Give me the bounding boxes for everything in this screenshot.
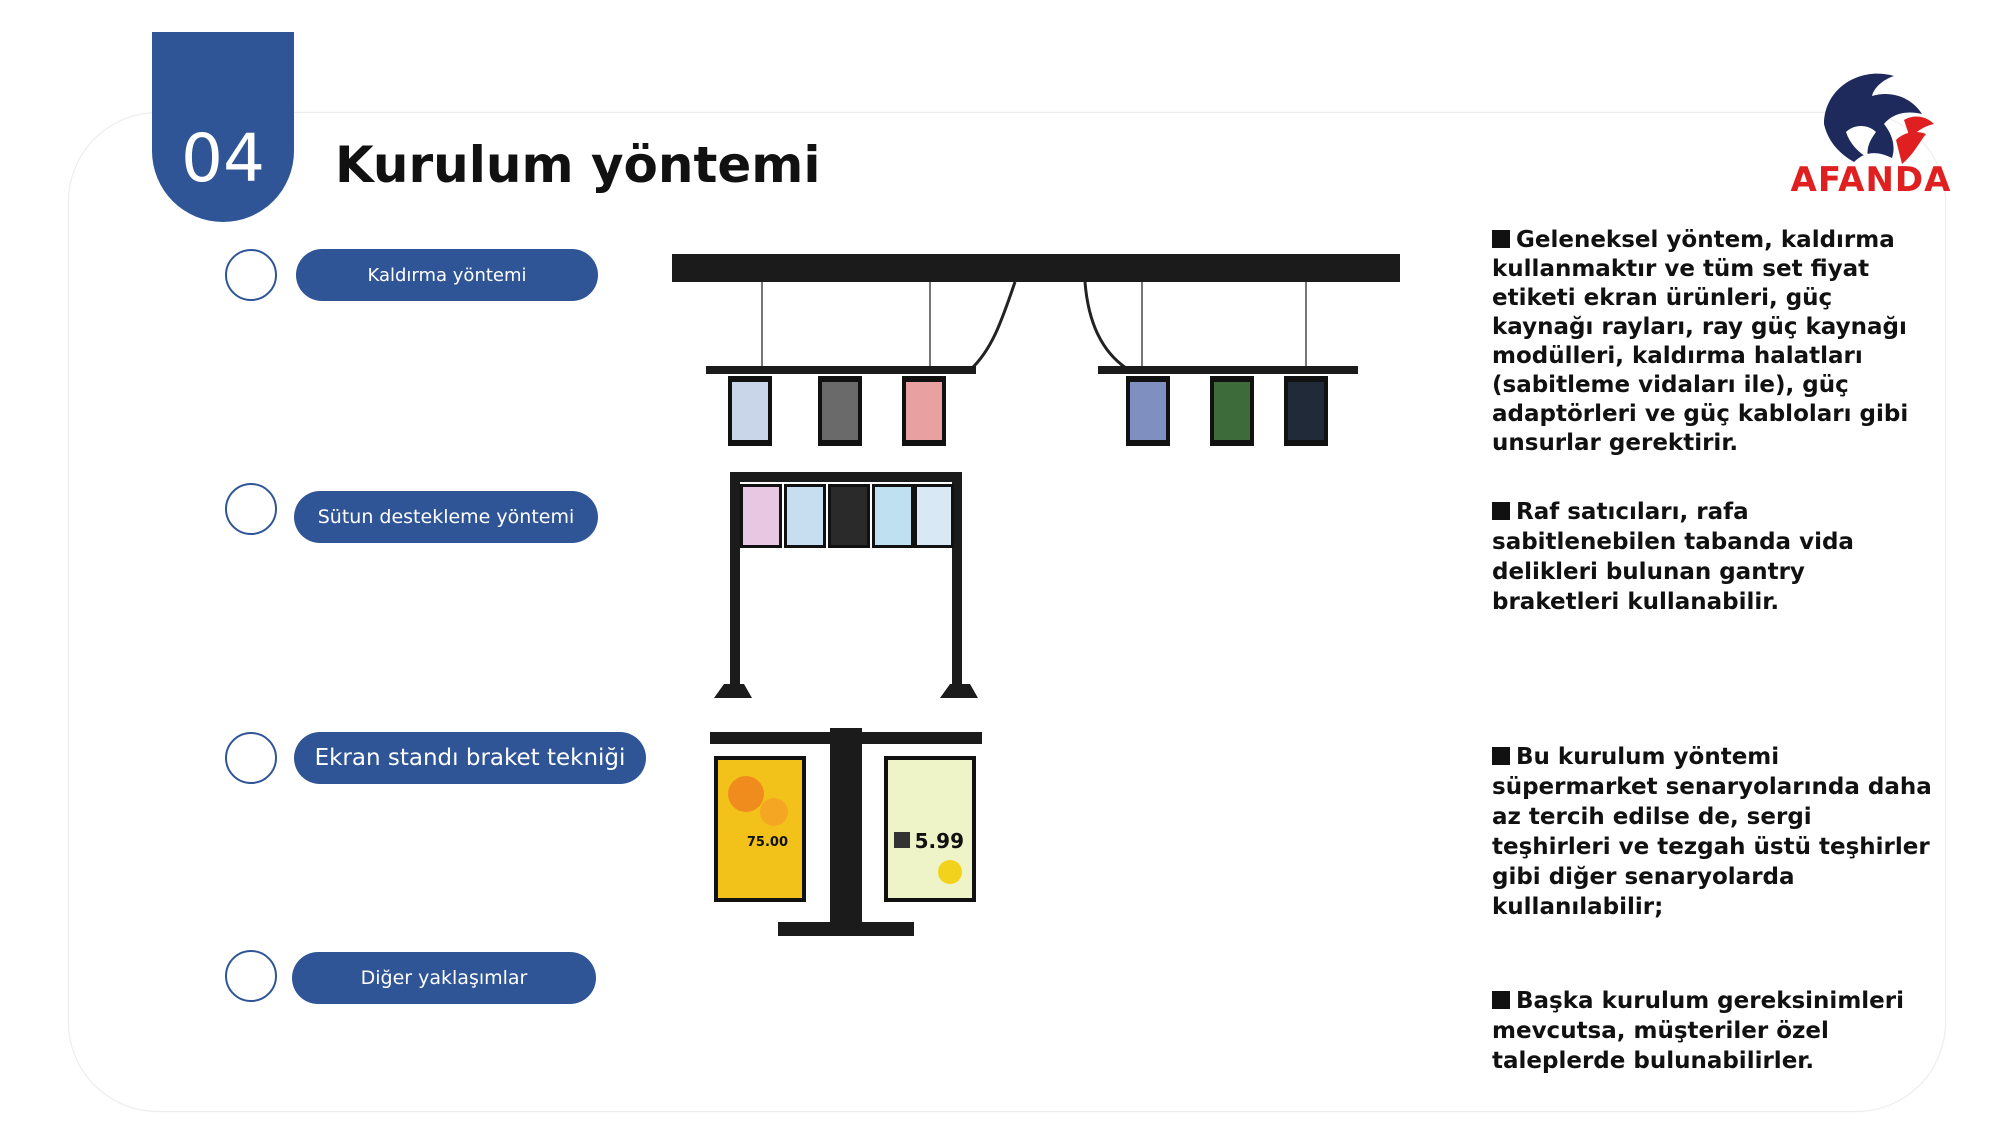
bullet-square-icon xyxy=(1492,747,1510,765)
section-number: 04 xyxy=(181,120,265,197)
method-label: Diğer yaklaşımlar xyxy=(360,967,528,989)
section-tab: 04 xyxy=(152,32,294,222)
bullet-square-icon xyxy=(1492,502,1510,520)
method-3-circle xyxy=(225,732,277,784)
method-label: Sütun destekleme yöntemi xyxy=(317,506,575,528)
page-title: Kurulum yöntemi xyxy=(335,136,821,194)
method-pill-ekran-standi[interactable]: Ekran standı braket tekniği xyxy=(294,732,646,784)
method-label: Ekran standı braket tekniği xyxy=(314,745,626,771)
lion-head-logo-icon xyxy=(1824,73,1934,164)
gantry-bracket-illustration xyxy=(714,472,978,698)
bullet-square-icon xyxy=(1492,991,1510,1009)
method-pill-kaldirma[interactable]: Kaldırma yöntemi xyxy=(296,249,598,301)
method-1-circle xyxy=(225,249,277,301)
description-sutun: Raf satıcıları, rafa sabitlenebilen taba… xyxy=(1492,497,1932,617)
description-text: Raf satıcıları, rafa sabitlenebilen taba… xyxy=(1492,499,1854,615)
description-ekran-standi: Bu kurulum yöntemi süpermarket senaryola… xyxy=(1492,742,1932,922)
bullet-square-icon xyxy=(1492,230,1510,248)
display-stand-illustration: 75.00 5.99 xyxy=(710,728,982,936)
method-2-circle xyxy=(225,483,277,535)
hanging-install-illustration xyxy=(672,254,1400,446)
method-pill-diger[interactable]: Diğer yaklaşımlar xyxy=(292,952,596,1004)
method-pill-sutun[interactable]: Sütun destekleme yöntemi xyxy=(294,491,598,543)
description-text: Başka kurulum gereksinimleri mevcutsa, m… xyxy=(1492,988,1904,1074)
stand-right-price: 5.99 xyxy=(915,829,964,853)
description-kaldirma: Geleneksel yöntem, kaldırma kullanmaktır… xyxy=(1492,226,1932,458)
logo-text: AFANDA xyxy=(1790,160,1952,200)
method-label: Kaldırma yöntemi xyxy=(367,264,527,286)
description-text: Bu kurulum yöntemi süpermarket senaryola… xyxy=(1492,744,1932,920)
description-text: Geleneksel yöntem, kaldırma kullanmaktır… xyxy=(1492,227,1909,456)
method-4-circle xyxy=(225,950,277,1002)
stand-left-price: 75.00 xyxy=(747,835,788,850)
description-diger: Başka kurulum gereksinimleri mevcutsa, m… xyxy=(1492,986,1932,1076)
